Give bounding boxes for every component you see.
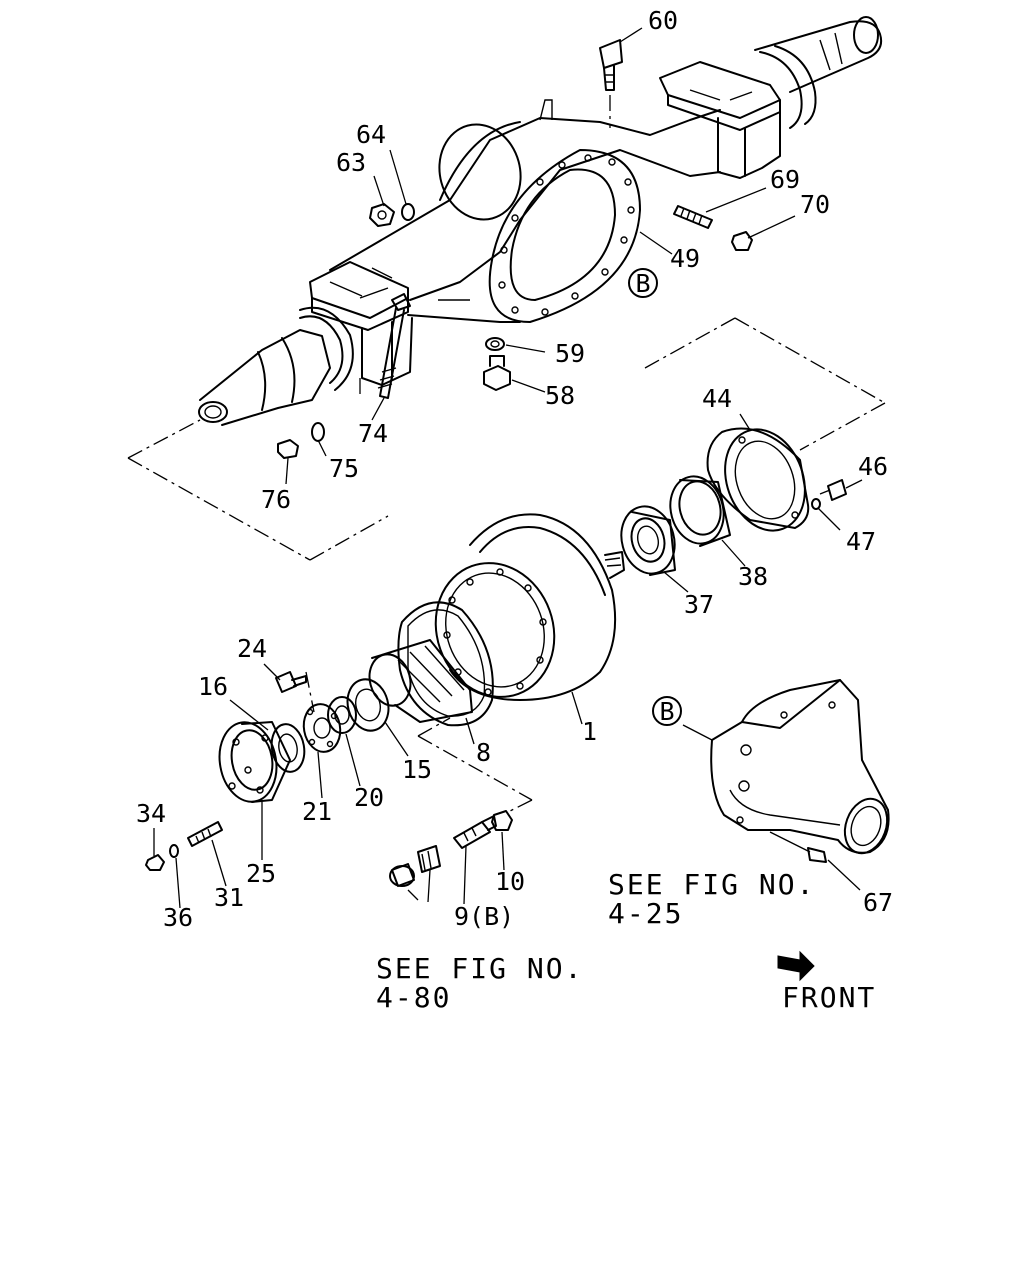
see-fig-4-80-line2: 4-80 [376, 981, 451, 1014]
label-63: 63 [336, 148, 366, 177]
nut-70 [731, 231, 753, 251]
guide-line-24 [305, 671, 315, 713]
carrier-1 [434, 513, 625, 701]
part-number-labels: 60 64 63 69 70 49 59 58 74 75 76 44 46 4… [136, 6, 893, 932]
callout-b-cover: B [652, 696, 682, 726]
label-59: 59 [555, 339, 585, 368]
bearing-20 [327, 696, 357, 734]
plug-9b [453, 815, 497, 849]
label-20: 20 [354, 783, 384, 812]
label-31: 31 [214, 883, 244, 912]
label-36: 36 [163, 903, 193, 932]
callout-b-label-top: B [635, 269, 650, 298]
cover-44 [706, 427, 810, 532]
label-25: 25 [246, 859, 276, 888]
guide-lines-top [127, 317, 886, 561]
nut-34 [145, 854, 165, 871]
label-64: 64 [356, 120, 386, 149]
stud-31 [187, 821, 223, 847]
fittings-4-80 [389, 845, 441, 903]
flange-21 [302, 703, 342, 753]
front-direction-indicator: FRONT [777, 950, 876, 1014]
washer-59 [485, 337, 505, 351]
see-fig-4-80-note: SEE FIG NO. 4-80 [376, 952, 583, 1014]
label-1: 1 [582, 717, 597, 746]
label-16: 16 [198, 672, 228, 701]
label-60: 60 [648, 6, 678, 35]
label-49: 49 [670, 244, 700, 273]
label-38: 38 [738, 562, 768, 591]
label-58: 58 [545, 381, 575, 410]
see-fig-4-25-line2: 4-25 [608, 897, 683, 930]
hub-flange-25 [218, 721, 291, 803]
label-9b: 9(B) [454, 902, 514, 931]
label-15: 15 [402, 755, 432, 784]
bolt-24 [275, 671, 307, 693]
callout-b-label-bottom: B [659, 697, 674, 726]
case-15 [346, 639, 473, 732]
see-fig-4-25-line1: SEE FIG NO. [608, 868, 815, 901]
washer-36 [169, 844, 179, 858]
breather-plug-60 [599, 39, 623, 128]
guide-lines-bottom [417, 717, 533, 813]
see-fig-4-80-line1: SEE FIG NO. [376, 952, 583, 985]
nut-63 [369, 203, 395, 227]
washer-47 [811, 498, 821, 510]
label-46: 46 [858, 452, 888, 481]
label-8: 8 [476, 738, 491, 767]
label-74: 74 [358, 419, 388, 448]
label-44: 44 [702, 384, 732, 413]
differential-cover-b [710, 679, 890, 855]
label-21: 21 [302, 797, 332, 826]
front-label: FRONT [782, 981, 876, 1014]
label-10: 10 [495, 867, 525, 896]
oil-seal-38 [669, 475, 731, 547]
label-24: 24 [237, 634, 267, 663]
label-76: 76 [261, 485, 291, 514]
bolt-46 [819, 479, 847, 501]
label-34: 34 [136, 799, 166, 828]
label-47: 47 [846, 527, 876, 556]
washer-75 [311, 422, 325, 442]
washer-64 [401, 203, 415, 221]
label-70: 70 [800, 190, 830, 219]
axle-housing [198, 16, 883, 426]
bolt-67 [769, 831, 827, 863]
label-67: 67 [863, 888, 893, 917]
label-75: 75 [329, 454, 359, 483]
front-arrow-icon [777, 950, 815, 982]
leader-lines [153, 27, 863, 909]
bearing-37 [620, 505, 676, 576]
drain-plug-58 [483, 355, 511, 391]
nut-76 [277, 439, 299, 459]
label-69: 69 [770, 165, 800, 194]
see-fig-4-25-note: SEE FIG NO. 4-25 [608, 868, 815, 930]
stud-69 [673, 205, 713, 229]
gasket-8 [397, 601, 494, 727]
bolt-74 [377, 293, 411, 399]
plug-10 [491, 810, 513, 831]
callout-b-housing: B [628, 268, 658, 298]
label-37: 37 [684, 590, 714, 619]
seal-16 [270, 723, 306, 773]
